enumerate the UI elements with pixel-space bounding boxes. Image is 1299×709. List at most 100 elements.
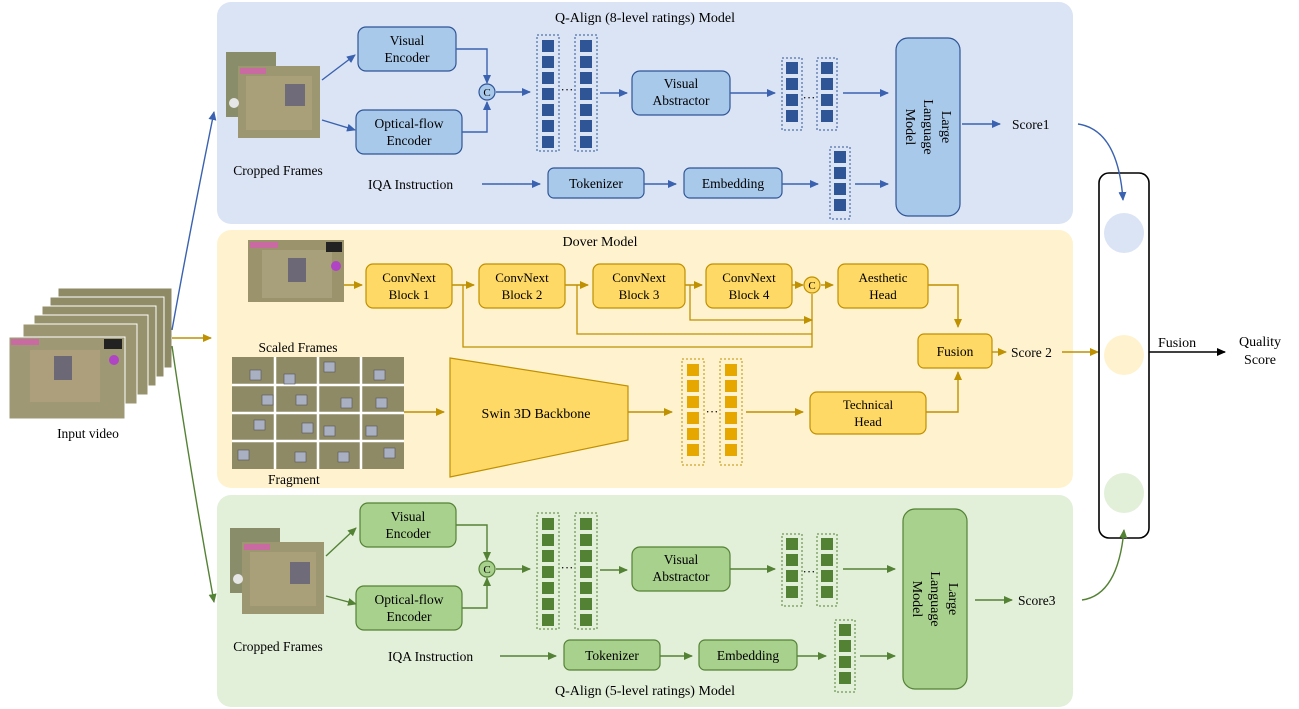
svg-text:Encoder: Encoder xyxy=(387,133,432,148)
svg-text:Embedding: Embedding xyxy=(702,176,764,191)
bottom-panel xyxy=(217,495,1073,707)
fragment-label: Fragment xyxy=(268,472,320,487)
svg-text:Large: Large xyxy=(945,583,960,615)
top-optical-flow-encoder: Optical-flow Encoder xyxy=(355,109,463,155)
middle-ellipsis: ··· xyxy=(706,404,719,419)
scaled-frames-label: Scaled Frames xyxy=(258,340,337,355)
middle-title: Dover Model xyxy=(562,235,637,250)
bottom-ellipsis-1: ··· xyxy=(561,560,574,575)
bottom-title: Q-Align (5-level ratings) Model xyxy=(555,684,735,699)
bottom-embedding: Embedding xyxy=(698,639,798,671)
svg-text:Block 1: Block 1 xyxy=(389,287,430,302)
svg-text:Abstractor: Abstractor xyxy=(653,569,710,584)
top-token-stack-4 xyxy=(816,57,838,131)
svg-text:Language: Language xyxy=(927,571,942,626)
svg-text:Encoder: Encoder xyxy=(386,526,431,541)
svg-text:Large: Large xyxy=(938,111,953,143)
svg-text:Encoder: Encoder xyxy=(385,50,430,65)
technical-head: Technical Head xyxy=(809,391,927,435)
top-token-stack-2 xyxy=(574,34,598,152)
svg-text:ConvNext: ConvNext xyxy=(495,270,549,285)
bottom-cropped-frames-label: Cropped Frames xyxy=(233,639,323,654)
svg-text:Block 2: Block 2 xyxy=(502,287,543,302)
top-visual-abstractor: Visual Abstractor xyxy=(631,70,731,116)
quality-score-line-2: Score xyxy=(1244,353,1276,368)
svg-text:Tokenizer: Tokenizer xyxy=(569,176,623,191)
bottom-visual-encoder: Visual Encoder xyxy=(359,502,457,548)
svg-text:Optical-flow: Optical-flow xyxy=(375,116,444,131)
fusion-node-blue xyxy=(1104,213,1144,253)
fusion-node-yellow xyxy=(1104,335,1144,375)
middle-token-stack-1 xyxy=(681,358,705,466)
svg-text:Technical: Technical xyxy=(843,397,894,412)
quality-score-line-1: Quality xyxy=(1239,335,1281,350)
top-title: Q-Align (8-level ratings) Model xyxy=(555,11,735,26)
bottom-token-stack-4 xyxy=(816,533,838,607)
top-cropped-frames-image xyxy=(226,52,320,138)
svg-text:Visual: Visual xyxy=(664,76,699,91)
svg-text:Abstractor: Abstractor xyxy=(653,93,710,108)
bottom-token-stack-1 xyxy=(536,512,560,630)
svg-text:Head: Head xyxy=(854,414,882,429)
svg-text:ConvNext: ConvNext xyxy=(612,270,666,285)
svg-text:ConvNext: ConvNext xyxy=(722,270,776,285)
svg-text:C: C xyxy=(483,564,490,576)
top-score: Score1 xyxy=(1012,117,1050,132)
svg-text:Visual: Visual xyxy=(391,509,426,524)
svg-text:Optical-flow: Optical-flow xyxy=(375,592,444,607)
top-cropped-frames-label: Cropped Frames xyxy=(233,163,323,178)
svg-text:Visual: Visual xyxy=(390,33,425,48)
svg-text:Head: Head xyxy=(869,287,897,302)
input-video-label: Input video xyxy=(57,426,119,441)
svg-text:Block 3: Block 3 xyxy=(619,287,660,302)
convnext-block-3: ConvNext Block 3 xyxy=(592,263,686,309)
bottom-visual-abstractor: Visual Abstractor xyxy=(631,546,731,592)
svg-text:C: C xyxy=(483,87,490,99)
bottom-tokenizer: Tokenizer xyxy=(563,639,661,671)
top-token-stack-5 xyxy=(829,146,851,220)
bottom-cropped-frames-image xyxy=(230,528,324,614)
bottom-ellipsis-2: ··· xyxy=(803,564,816,579)
convnext-block-2: ConvNext Block 2 xyxy=(478,263,566,309)
bottom-concat-node: C xyxy=(478,560,496,578)
top-ellipsis-1: ··· xyxy=(561,82,574,97)
bottom-large-language-model: Large Language Model xyxy=(902,508,968,690)
convnext-block-1: ConvNext Block 1 xyxy=(365,263,453,309)
top-ellipsis-2: ··· xyxy=(803,90,816,105)
top-visual-encoder: Visual Encoder xyxy=(357,26,457,72)
bottom-optical-flow-encoder: Optical-flow Encoder xyxy=(355,585,463,631)
bottom-token-stack-3 xyxy=(781,533,803,607)
bottom-token-stack-5 xyxy=(834,619,856,693)
svg-text:Encoder: Encoder xyxy=(387,609,432,624)
swin-3d-backbone: Swin 3D Backbone xyxy=(449,357,629,478)
middle-score: Score 2 xyxy=(1011,345,1052,360)
svg-text:Embedding: Embedding xyxy=(717,648,779,663)
top-token-stack-1 xyxy=(536,34,560,152)
top-iqa-instruction: IQA Instruction xyxy=(368,177,453,192)
top-large-language-model: Large Language Model xyxy=(895,37,961,217)
svg-text:ConvNext: ConvNext xyxy=(382,270,436,285)
middle-concat-node: C xyxy=(803,276,821,294)
bottom-iqa-instruction: IQA Instruction xyxy=(388,649,473,664)
top-token-stack-3 xyxy=(781,57,803,131)
svg-text:Fusion: Fusion xyxy=(937,344,974,359)
svg-text:Visual: Visual xyxy=(664,552,699,567)
svg-text:Model: Model xyxy=(909,581,924,618)
scaled-frames-image xyxy=(248,240,344,302)
middle-fusion: Fusion xyxy=(917,333,993,369)
fusion-label: Fusion xyxy=(1158,336,1196,351)
svg-text:Block 4: Block 4 xyxy=(729,287,770,302)
bottom-token-stack-2 xyxy=(574,512,598,630)
input-video-stack xyxy=(8,287,173,420)
top-tokenizer: Tokenizer xyxy=(547,167,645,199)
svg-text:Aesthetic: Aesthetic xyxy=(858,270,907,285)
svg-text:Swin 3D Backbone: Swin 3D Backbone xyxy=(482,407,591,422)
svg-text:C: C xyxy=(808,280,815,292)
aesthetic-head: Aesthetic Head xyxy=(837,263,929,309)
fusion-node-green xyxy=(1104,473,1144,513)
convnext-block-4: ConvNext Block 4 xyxy=(705,263,793,309)
svg-text:Tokenizer: Tokenizer xyxy=(585,648,639,663)
top-concat-node: C xyxy=(478,83,496,101)
middle-token-stack-2 xyxy=(719,358,743,466)
